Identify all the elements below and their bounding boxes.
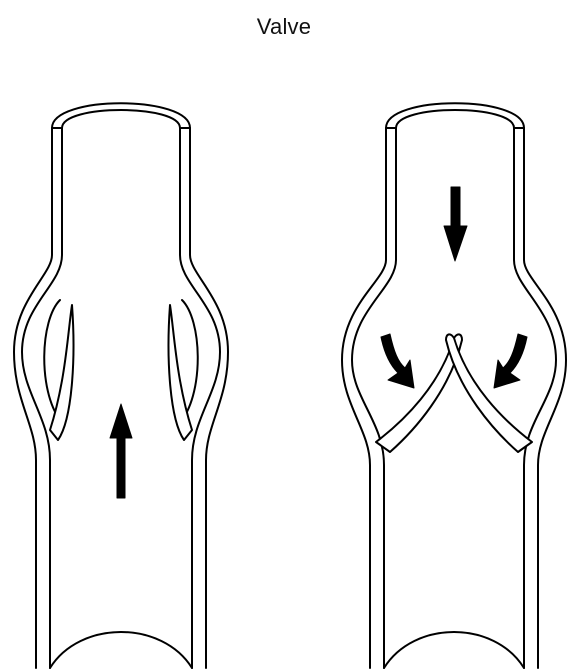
inner-wall-right [180,128,220,668]
vessel-bottom-right [384,632,524,668]
vessel-bottom-left [50,632,192,668]
vein-open-valve [14,103,228,668]
open-cusp-right [169,305,192,440]
arrow-curved-right-icon [494,334,527,388]
outer-wall-left-closed [342,128,386,668]
arrow-down-icon [444,187,467,261]
inner-wall-left [22,128,62,668]
inner-wall-right-closed [514,128,556,668]
vein-closed-valve [342,103,566,668]
open-cusp-left [50,305,73,440]
vessel-top-cap-left [52,103,190,128]
arrow-up-icon [110,404,132,498]
inner-wall-left-closed [352,128,396,668]
arrow-curved-left-icon [381,334,414,388]
vessel-top-cap-right [386,103,524,128]
